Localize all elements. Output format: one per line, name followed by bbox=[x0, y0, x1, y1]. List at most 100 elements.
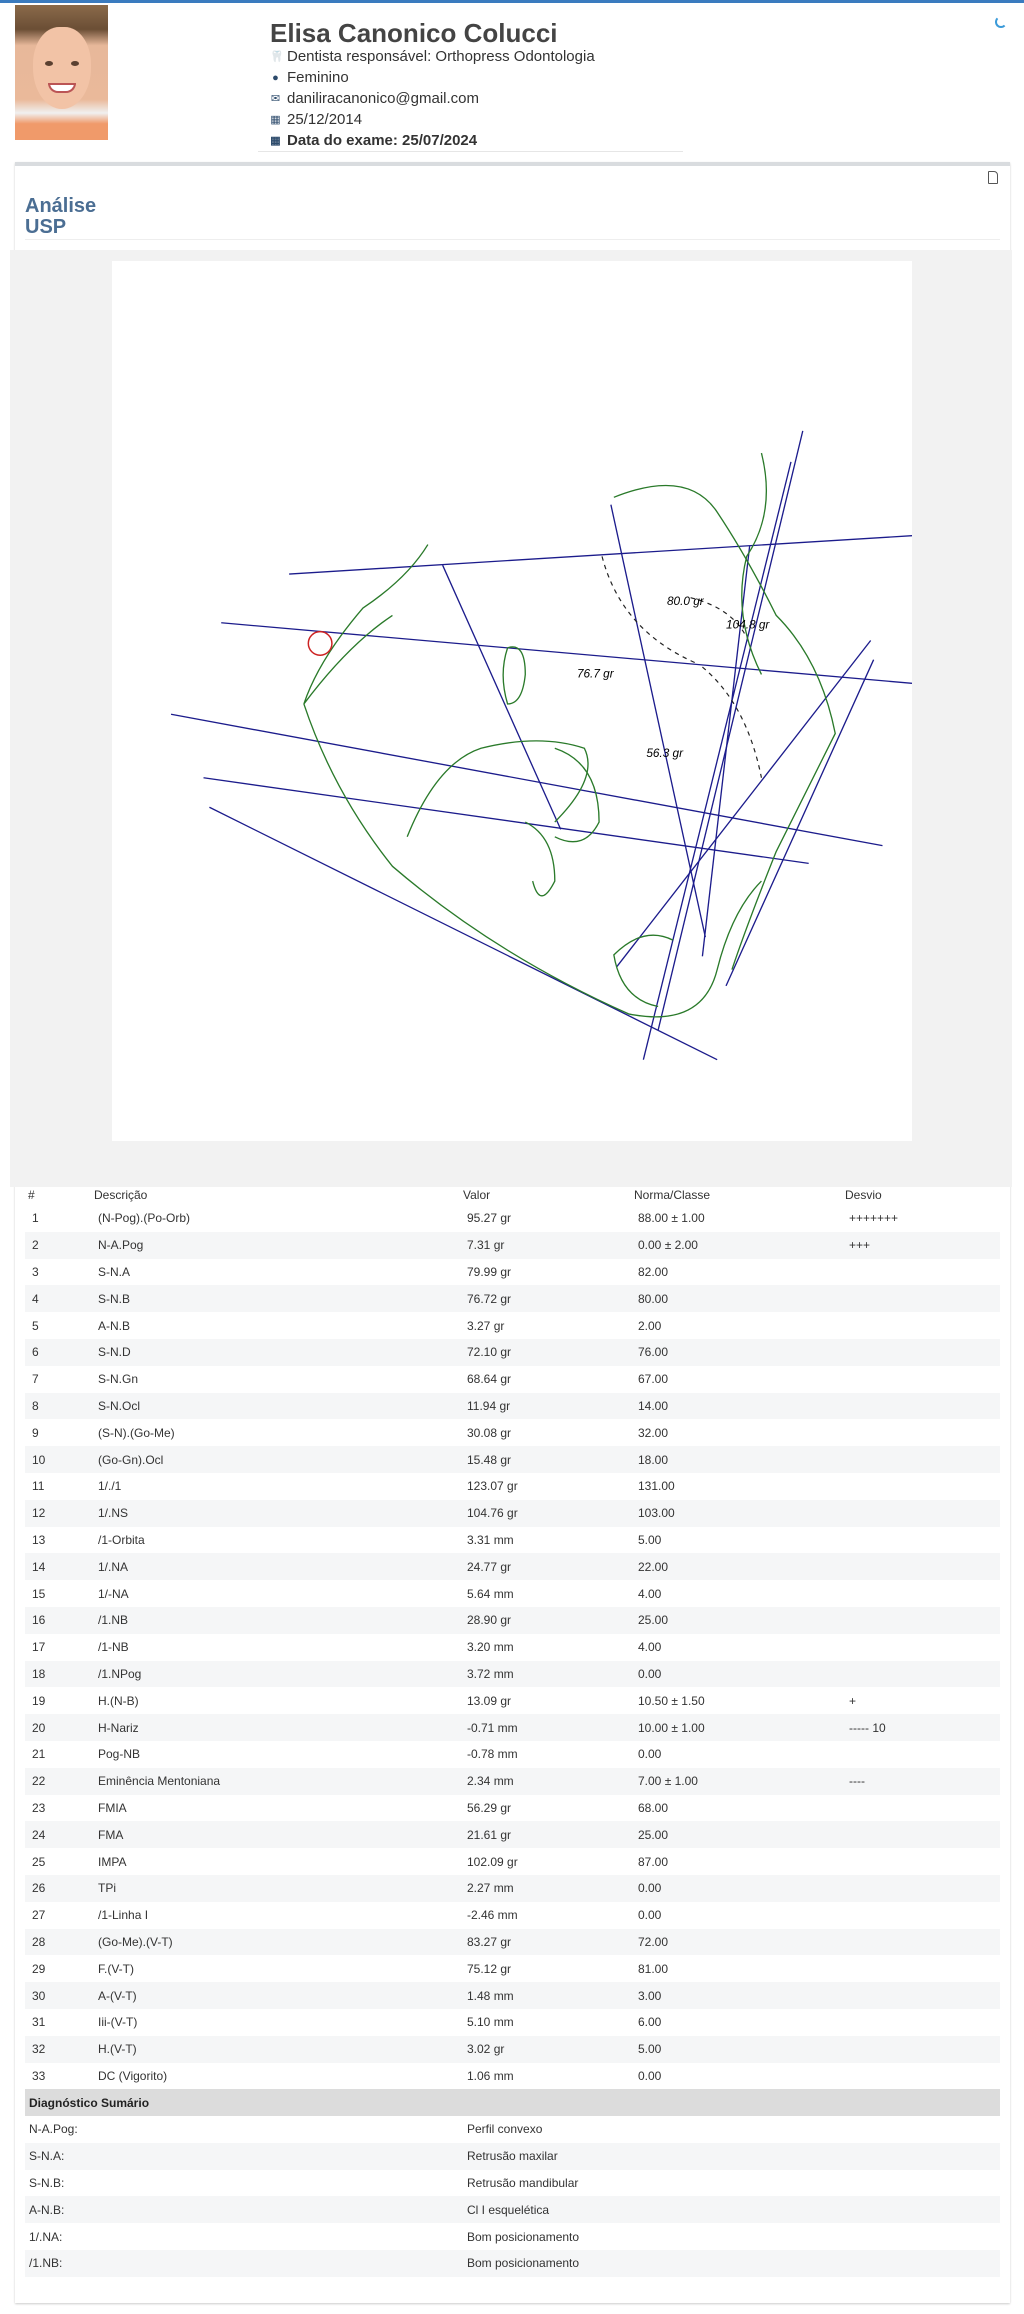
row-deviation bbox=[842, 1312, 1000, 1339]
row-number: 19 bbox=[32, 1693, 46, 1708]
skull-contour bbox=[303, 544, 429, 705]
summary-measure: A-N.B: bbox=[25, 2196, 460, 2224]
row-deviation bbox=[842, 1874, 1000, 1902]
row-deviation bbox=[842, 1660, 1000, 1688]
exam-date: Data do exame: 25/07/2024 bbox=[287, 132, 478, 149]
row-deviation bbox=[842, 1606, 1000, 1634]
chin-contour bbox=[613, 934, 674, 1008]
row-description: FMA bbox=[91, 1821, 460, 1849]
calendar-icon: ▦ bbox=[270, 113, 281, 126]
divider bbox=[258, 151, 683, 152]
summary-measure: S-N.B: bbox=[29, 2176, 65, 2191]
row-number: 25 bbox=[32, 1854, 46, 1869]
trace-line bbox=[289, 535, 913, 575]
row-description: N-A.Pog bbox=[91, 1231, 460, 1259]
row-norm: 10.00 ± 1.00 bbox=[631, 1714, 842, 1741]
row-norm: 103.00 bbox=[631, 1499, 842, 1527]
row-number: 3 bbox=[32, 1264, 39, 1279]
row-description: Pog-NB bbox=[98, 1747, 141, 1762]
row-number: 24 bbox=[25, 1821, 91, 1849]
row-deviation bbox=[842, 1928, 1000, 1956]
dentist-text: Dentista responsável: Orthopress Odontol… bbox=[287, 48, 595, 65]
row-description: IMPA bbox=[98, 1854, 127, 1869]
angle-arc bbox=[702, 666, 763, 778]
row-number: 14 bbox=[25, 1553, 91, 1581]
angle-arc bbox=[601, 556, 696, 664]
patient-photo bbox=[15, 5, 108, 140]
row-number: 13 bbox=[32, 1532, 46, 1547]
col-deviation: Desvio bbox=[845, 1188, 882, 1202]
row-deviation bbox=[842, 1446, 1000, 1473]
row-norm: 0.00 bbox=[638, 2068, 662, 2083]
row-value: 83.27 gr bbox=[460, 1928, 631, 1956]
top-accent-bar bbox=[0, 0, 1024, 3]
row-description: TPi bbox=[91, 1874, 460, 1902]
row-description: (Go-Me).(V-T) bbox=[91, 1928, 460, 1956]
row-norm: 82.00 bbox=[638, 1264, 669, 1279]
row-description: FMIA bbox=[98, 1800, 127, 1815]
trace-line bbox=[616, 640, 872, 968]
row-description: 1/.NS bbox=[91, 1499, 460, 1527]
document-icon[interactable] bbox=[988, 171, 998, 184]
row-value: 2.34 mm bbox=[460, 1767, 631, 1795]
row-value: 15.48 gr bbox=[460, 1446, 631, 1473]
row-value: 24.77 gr bbox=[460, 1553, 631, 1581]
summary-row: 1/.NA:Bom posicionamento bbox=[25, 2223, 1000, 2250]
row-description: 1/.NA bbox=[91, 1553, 460, 1581]
row-description: /1-NB bbox=[98, 1640, 129, 1655]
row-deviation: + bbox=[849, 1693, 857, 1708]
divider bbox=[25, 239, 1000, 240]
row-deviation bbox=[842, 1795, 1000, 1822]
angle-label: 56.3 gr bbox=[646, 746, 684, 760]
row-deviation bbox=[842, 2035, 1000, 2063]
row-number: 22 bbox=[25, 1767, 91, 1795]
row-number: 20 bbox=[25, 1714, 91, 1741]
row-description: H.(V-T) bbox=[91, 2035, 460, 2063]
envelope-icon: ✉ bbox=[270, 92, 281, 105]
dentist-info: 🦷Dentista responsável: Orthopress Odonto… bbox=[270, 48, 595, 65]
row-number: 18 bbox=[25, 1660, 91, 1688]
row-norm: 4.00 bbox=[638, 1640, 662, 1655]
row-deviation: +++ bbox=[842, 1231, 1000, 1259]
row-norm: 68.00 bbox=[638, 1800, 669, 1815]
row-deviation bbox=[842, 2063, 1000, 2090]
row-deviation bbox=[842, 1553, 1000, 1581]
row-deviation bbox=[842, 1499, 1000, 1527]
row-norm: 22.00 bbox=[631, 1553, 842, 1581]
exam-info: ▦Data do exame: 25/07/2024 bbox=[270, 132, 477, 149]
loading-spinner-icon bbox=[995, 16, 1007, 28]
row-value: 5.10 mm bbox=[467, 2015, 514, 2030]
row-description: /1-Linha I bbox=[98, 1908, 149, 1923]
trace-line bbox=[725, 659, 875, 987]
row-value: 30.08 gr bbox=[467, 1425, 512, 1440]
summary-diagnosis: Retrusão mandibular bbox=[467, 2176, 579, 2191]
trace-line bbox=[221, 622, 913, 684]
row-value: 21.61 gr bbox=[460, 1821, 631, 1849]
row-deviation bbox=[842, 1902, 1000, 1929]
row-number: 11 bbox=[32, 1479, 45, 1494]
row-norm: 18.00 bbox=[631, 1446, 842, 1473]
row-deviation: ----- 10 bbox=[842, 1714, 1000, 1741]
row-norm: 0.00 bbox=[638, 1747, 662, 1762]
row-value: 123.07 gr bbox=[467, 1479, 518, 1494]
row-value: 3.31 mm bbox=[467, 1532, 514, 1547]
summary-measure: /1.NB: bbox=[25, 2250, 460, 2277]
row-value: 7.31 gr bbox=[460, 1231, 631, 1259]
row-number: 12 bbox=[25, 1499, 91, 1527]
tooth-icon: 🦷 bbox=[270, 50, 284, 63]
row-description: /1.NPog bbox=[91, 1660, 460, 1688]
row-number: 17 bbox=[32, 1640, 46, 1655]
row-norm: 131.00 bbox=[638, 1479, 675, 1494]
gender-info: ●Feminino bbox=[270, 69, 349, 86]
row-value: -0.71 mm bbox=[460, 1714, 631, 1741]
row-number: 7 bbox=[32, 1372, 39, 1387]
